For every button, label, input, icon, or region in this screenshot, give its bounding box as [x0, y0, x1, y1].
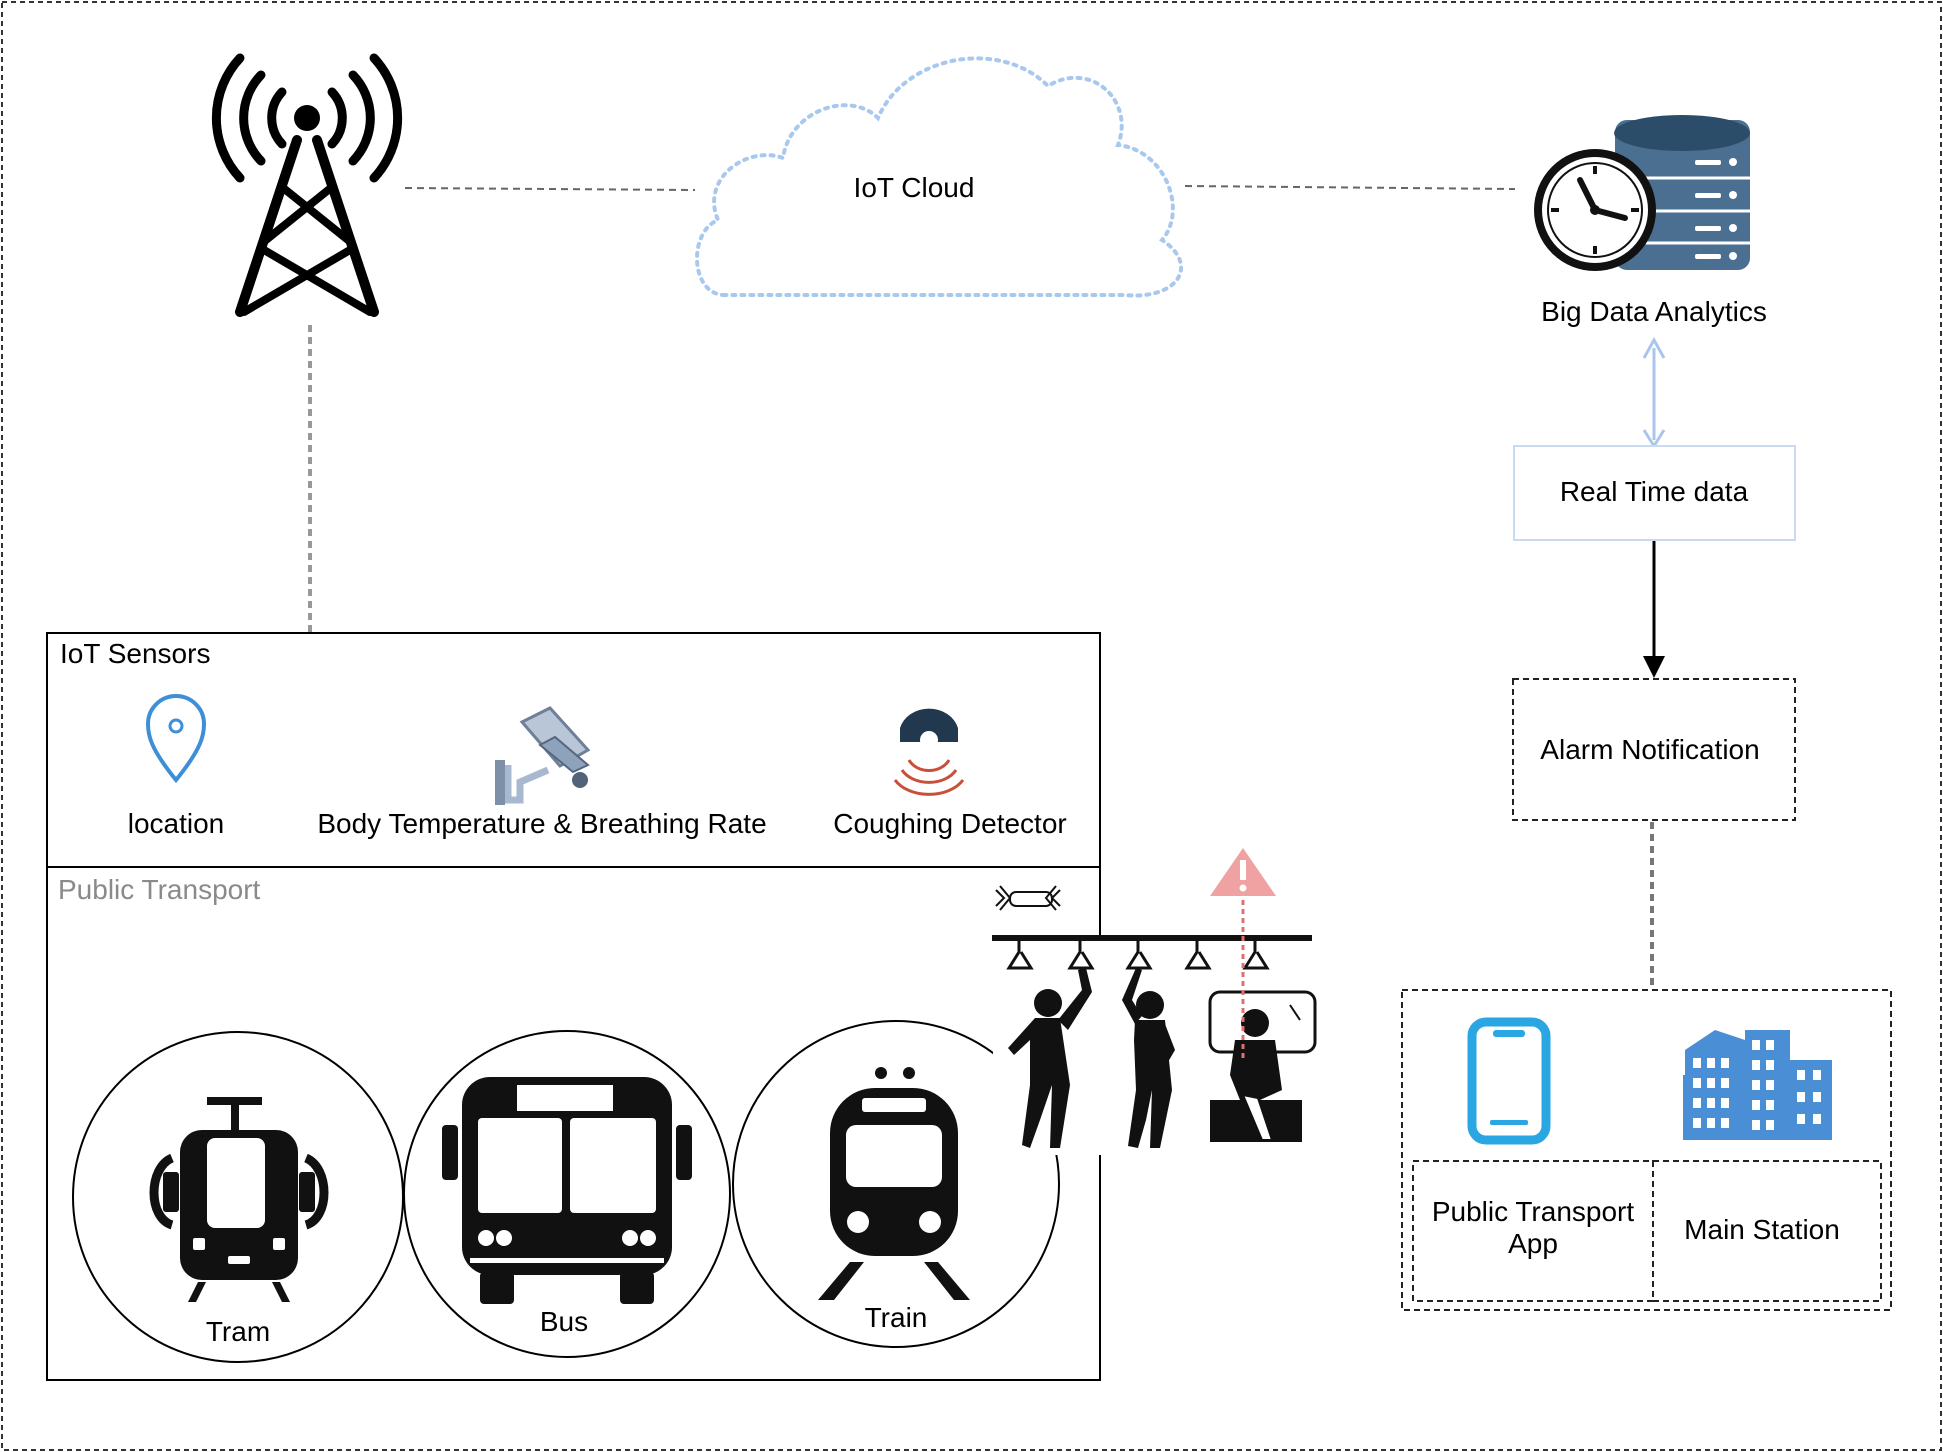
bus-icon [442, 1077, 692, 1304]
sensor-body-temp-label: Body Temperature & Breathing Rate [317, 808, 767, 839]
output-app-label: Public Transport App [1432, 1196, 1634, 1260]
sensors-title: IoT Sensors [60, 638, 211, 669]
antenna-tower-icon [211, 53, 403, 317]
phone-icon [1467, 1017, 1551, 1145]
vehicle-bus-label: Bus [539, 1306, 589, 1337]
sensor-location-label: location [127, 808, 225, 839]
output-app-label-line1: Public Transport [1431, 1196, 1635, 1227]
cloud-shape [695, 56, 1184, 298]
database-clock-icon [1534, 115, 1750, 271]
vehicle-train-label: Train [864, 1302, 928, 1333]
cough-detector-icon [893, 708, 965, 796]
location-pin-icon [145, 694, 207, 784]
outputs-container [1401, 989, 1892, 1311]
sensor-cough-label: Coughing Detector [833, 808, 1067, 839]
cloud-label: IoT Cloud [853, 172, 975, 203]
train-icon [818, 1067, 970, 1300]
arrowhead-down [1643, 656, 1665, 678]
building-icon [1683, 1030, 1832, 1140]
realtime-label: Real Time data [1559, 476, 1749, 507]
arrowhead-up [1642, 336, 1666, 359]
tram-icon [149, 1097, 329, 1302]
output-station-label: Main Station [1684, 1214, 1840, 1245]
transport-title: Public Transport [58, 874, 261, 905]
alarm-box [1512, 678, 1796, 821]
alarm-label: Alarm Notification [1540, 734, 1760, 765]
connector-cloud-analytics [1184, 185, 1516, 190]
passengers-scene-icon [992, 848, 1317, 1155]
analytics-label: Big Data Analytics [1541, 296, 1767, 327]
output-app-label-line2: App [1508, 1228, 1558, 1260]
output-station-cell [1652, 1160, 1882, 1302]
vehicle-tram-label: Tram [205, 1316, 271, 1347]
realtime-box [1513, 445, 1796, 541]
connector-tower-cloud [404, 187, 696, 191]
camera-sensor-icon [495, 706, 591, 805]
